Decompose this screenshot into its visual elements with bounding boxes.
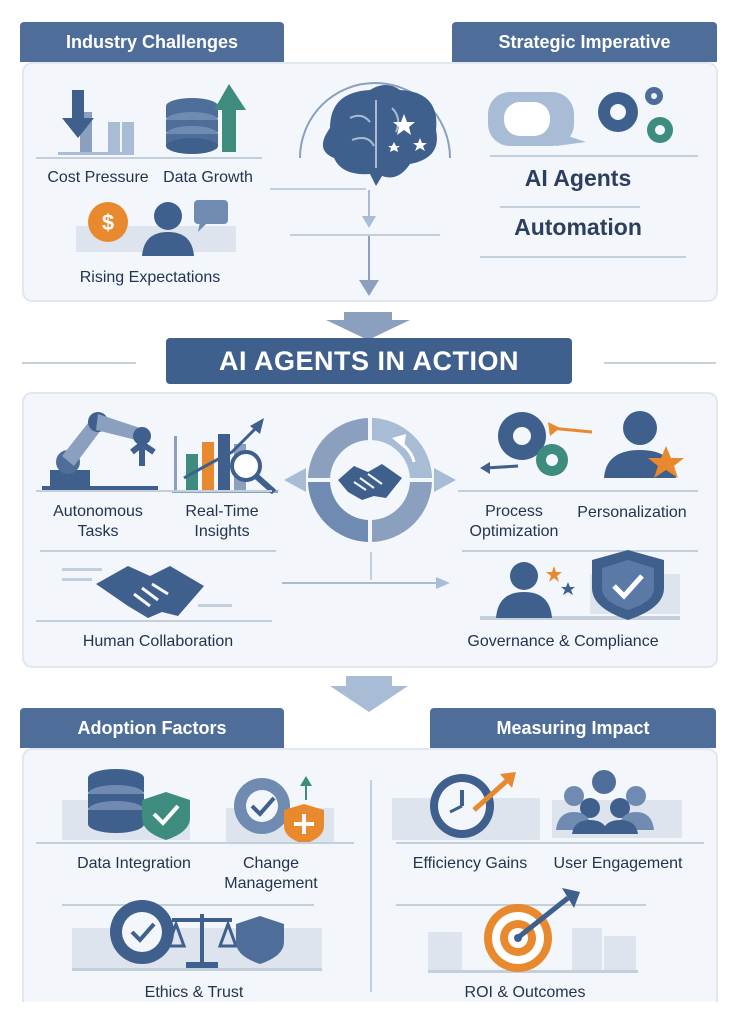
top-left-divider bbox=[36, 157, 262, 159]
banner-right-line bbox=[604, 362, 716, 364]
governance-shield-icon bbox=[480, 550, 680, 620]
human-collaboration-icon bbox=[62, 566, 232, 618]
impact-divider bbox=[396, 842, 704, 844]
cost-pressure-icon bbox=[58, 90, 134, 155]
data-growth-icon bbox=[166, 84, 246, 154]
down-arrow-small bbox=[362, 190, 376, 228]
roi-outcomes-label: ROI & Outcomes bbox=[464, 984, 586, 1001]
lower-down-arrow bbox=[330, 676, 408, 712]
brain-connector-line bbox=[270, 188, 366, 190]
ai-agents-in-action-banner: AI AGENTS IN ACTION bbox=[166, 338, 572, 384]
efficiency-clock-icon bbox=[392, 772, 540, 840]
collaboration-divider bbox=[36, 620, 272, 622]
banner-arrow bbox=[326, 312, 410, 340]
rising-expectations-label: Rising Expectations bbox=[79, 269, 221, 286]
measuring-impact-tab: Measuring Impact bbox=[430, 708, 716, 748]
governance-label: Governance & Compliance bbox=[467, 633, 659, 650]
svg-text:$: $ bbox=[102, 210, 114, 235]
strategic-bottom-divider bbox=[480, 256, 686, 258]
ethics-trust-icon bbox=[72, 900, 322, 971]
personalization-icon bbox=[604, 411, 684, 478]
banner-title: AI AGENTS IN ACTION bbox=[218, 345, 519, 376]
ai-agents-label: AI Agents bbox=[524, 165, 632, 191]
middle-right-divider bbox=[458, 490, 698, 492]
change-management-line-2: Management bbox=[224, 875, 318, 892]
ai-agents-divider bbox=[490, 155, 698, 157]
data-integration-icon bbox=[62, 769, 190, 840]
strategic-imperative-heading: Strategic Imperative bbox=[498, 31, 671, 52]
data-growth-label: Data Growth bbox=[163, 169, 253, 186]
robot-arm-icon bbox=[42, 412, 158, 490]
measuring-impact-heading: Measuring Impact bbox=[496, 717, 650, 738]
automation-label: Automation bbox=[514, 214, 642, 240]
right-arrow-connector bbox=[282, 577, 450, 589]
change-management-icon bbox=[226, 776, 334, 844]
bottom-vertical-divider bbox=[370, 780, 372, 992]
cost-pressure-label: Cost Pressure bbox=[47, 169, 149, 186]
human-collaboration-label: Human Collaboration bbox=[82, 633, 234, 650]
real-time-insights-line-2: Insights bbox=[194, 523, 250, 540]
brain-icon bbox=[299, 82, 451, 186]
rising-expectations-icon: $ bbox=[76, 200, 236, 256]
process-optimization-line-1: Process bbox=[485, 503, 543, 520]
autonomous-tasks-line-1: Autonomous bbox=[53, 503, 143, 520]
ethics-trust-label: Ethics & Trust bbox=[144, 984, 244, 1001]
real-time-insights-line-1: Real-Time bbox=[185, 503, 259, 520]
adoption-divider bbox=[36, 842, 354, 844]
banner-left-line bbox=[22, 362, 136, 364]
autonomous-tasks-line-2: Tasks bbox=[77, 523, 119, 540]
center-divider bbox=[290, 234, 440, 236]
personalization-label: Personalization bbox=[577, 504, 687, 521]
industry-challenges-heading: Industry Challenges bbox=[65, 31, 239, 52]
change-management-line-1: Change bbox=[242, 855, 300, 872]
automation-divider bbox=[500, 206, 640, 208]
insights-chart-icon bbox=[172, 418, 278, 495]
middle-left-divider-2 bbox=[40, 550, 276, 552]
roi-target-icon bbox=[428, 888, 638, 973]
center-vertical-connector bbox=[370, 552, 372, 580]
adoption-factors-tab: Adoption Factors bbox=[20, 708, 284, 748]
process-gears-icon bbox=[480, 412, 593, 476]
data-integration-label: Data Integration bbox=[77, 855, 191, 872]
middle-right-divider-2 bbox=[462, 550, 698, 552]
handshake-cycle-icon bbox=[284, 416, 456, 544]
adoption-factors-heading: Adoption Factors bbox=[77, 717, 227, 738]
user-engagement-label: User Engagement bbox=[553, 855, 683, 872]
adoption-divider-2 bbox=[62, 904, 314, 906]
chat-gears-icon bbox=[488, 87, 673, 146]
user-engagement-icon bbox=[552, 770, 682, 838]
efficiency-gains-label: Efficiency Gains bbox=[412, 855, 528, 872]
process-optimization-line-2: Optimization bbox=[469, 523, 559, 540]
down-arrow-medium bbox=[359, 236, 379, 296]
strategic-imperative-tab: Strategic Imperative bbox=[452, 22, 717, 62]
industry-challenges-tab: Industry Challenges bbox=[20, 22, 284, 62]
middle-left-divider bbox=[36, 490, 272, 492]
